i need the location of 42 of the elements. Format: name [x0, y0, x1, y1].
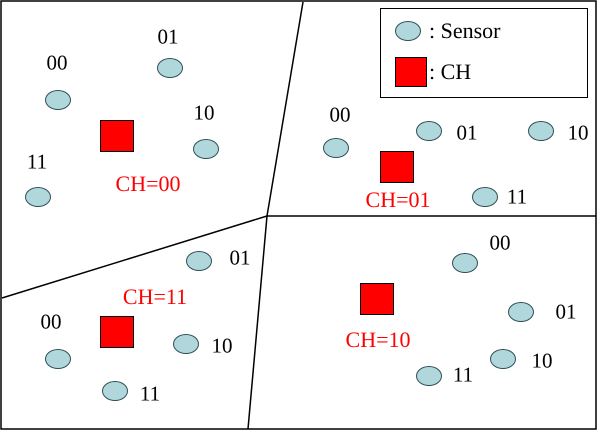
sensor-id-label: 00	[40, 312, 62, 332]
sensor-node	[157, 58, 183, 78]
sensor-node	[528, 121, 554, 141]
cluster-head-label: CH=11	[122, 286, 188, 308]
sensor-node	[416, 366, 442, 386]
sensor-id-label: 11	[452, 364, 474, 386]
sensor-node	[490, 349, 516, 369]
sensor-node	[452, 253, 478, 273]
sensor-id-label: 10	[212, 336, 232, 356]
sensor-id-label: 11	[140, 384, 160, 404]
sensor-id-label: 11	[26, 152, 48, 172]
sensor-id-label: 00	[46, 52, 68, 74]
legend-label: : CH	[429, 61, 472, 83]
sensor-id-label: 00	[330, 104, 350, 126]
sensor-node	[472, 187, 498, 207]
sensor-node	[173, 334, 199, 354]
cluster-head-label: CH=10	[346, 329, 410, 351]
sensor-id-label: 01	[158, 26, 178, 48]
cluster-head-square	[360, 283, 394, 315]
sensor-node	[416, 121, 442, 141]
cluster-head-label: CH=00	[116, 173, 180, 195]
sensor-id-label: 00	[490, 232, 510, 254]
sensor-id-label: 01	[556, 302, 576, 322]
cluster-head-square	[100, 316, 134, 348]
sensor-id-label: 11	[506, 186, 528, 208]
sensor-node	[186, 251, 212, 271]
sensor-id-label: 01	[456, 122, 478, 144]
sensor-node	[508, 302, 534, 322]
sensor-id-label: 10	[532, 350, 552, 372]
cluster-head-label: CH=01	[366, 189, 430, 211]
sensor-node	[102, 381, 128, 401]
sensor-id-label: 01	[230, 248, 250, 268]
sensor-node	[45, 90, 71, 110]
cluster-head-square	[100, 120, 134, 152]
sensor-node	[323, 138, 349, 158]
sensor-node	[193, 139, 219, 159]
sensor-id-label: 10	[568, 122, 588, 144]
sensor-node	[25, 187, 51, 207]
sensor-id-label: 10	[194, 102, 214, 124]
legend-label: : Sensor	[429, 20, 500, 42]
cluster-head-square	[380, 151, 414, 183]
sensor-node	[45, 349, 71, 369]
